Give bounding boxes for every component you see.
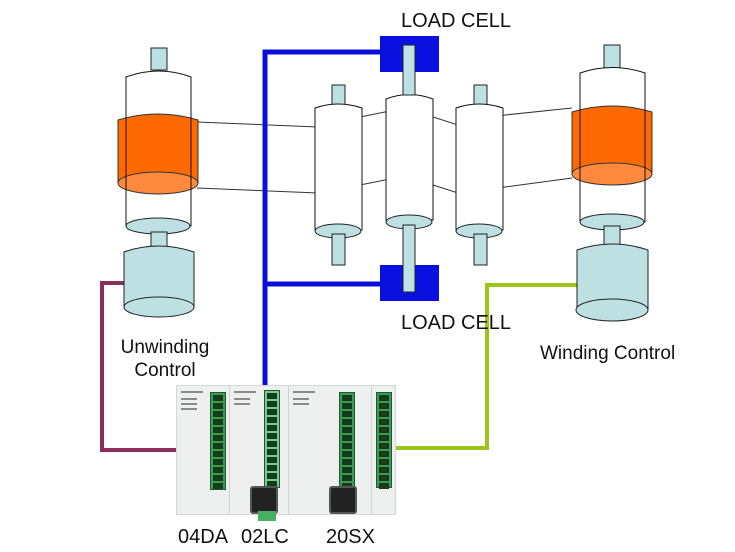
unwinding-label-line2: Control: [134, 360, 196, 381]
module-04DA: [177, 386, 230, 514]
unwinding-control-label: Unwinding Control: [116, 336, 214, 382]
plc-assembly: [176, 385, 396, 515]
module-label-02LC: 02LC: [241, 526, 289, 548]
winding-control-label: Winding Control: [540, 343, 676, 364]
unwind-roll: [117, 47, 199, 235]
wind-motor: [575, 225, 649, 322]
module-label-20SX: 20SX: [326, 526, 375, 548]
load-cell-top-label: LOAD CELL: [401, 10, 512, 32]
connector-plug: [258, 511, 276, 521]
idler-roll-2: [455, 84, 504, 266]
load-cell-bottom: [380, 224, 439, 301]
loadcell-signal-line: [262, 49, 380, 388]
module-20SX: [289, 386, 372, 514]
terminal-block: [339, 392, 355, 489]
module-label-04DA: 04DA: [178, 526, 229, 548]
web-material: [196, 107, 573, 194]
idler-roll-1: [314, 84, 363, 266]
tension-roll: [385, 94, 434, 230]
wind-roll: [571, 44, 653, 231]
unwinding-label-line1: Unwinding: [120, 337, 210, 358]
unwind-motor: [123, 231, 195, 318]
comm-port: [250, 486, 278, 514]
wind-signal-line: [396, 283, 577, 450]
comm-port: [329, 486, 357, 514]
load-cell-top: [380, 36, 439, 96]
module-20SX-expansion: [372, 386, 394, 514]
terminal-block: [264, 390, 280, 488]
unwind-signal-line: [100, 281, 178, 452]
load-cell-bottom-label: LOAD CELL: [401, 312, 512, 334]
terminal-block: [210, 392, 226, 490]
module-02LC: [230, 386, 289, 514]
terminal-block: [376, 392, 392, 489]
